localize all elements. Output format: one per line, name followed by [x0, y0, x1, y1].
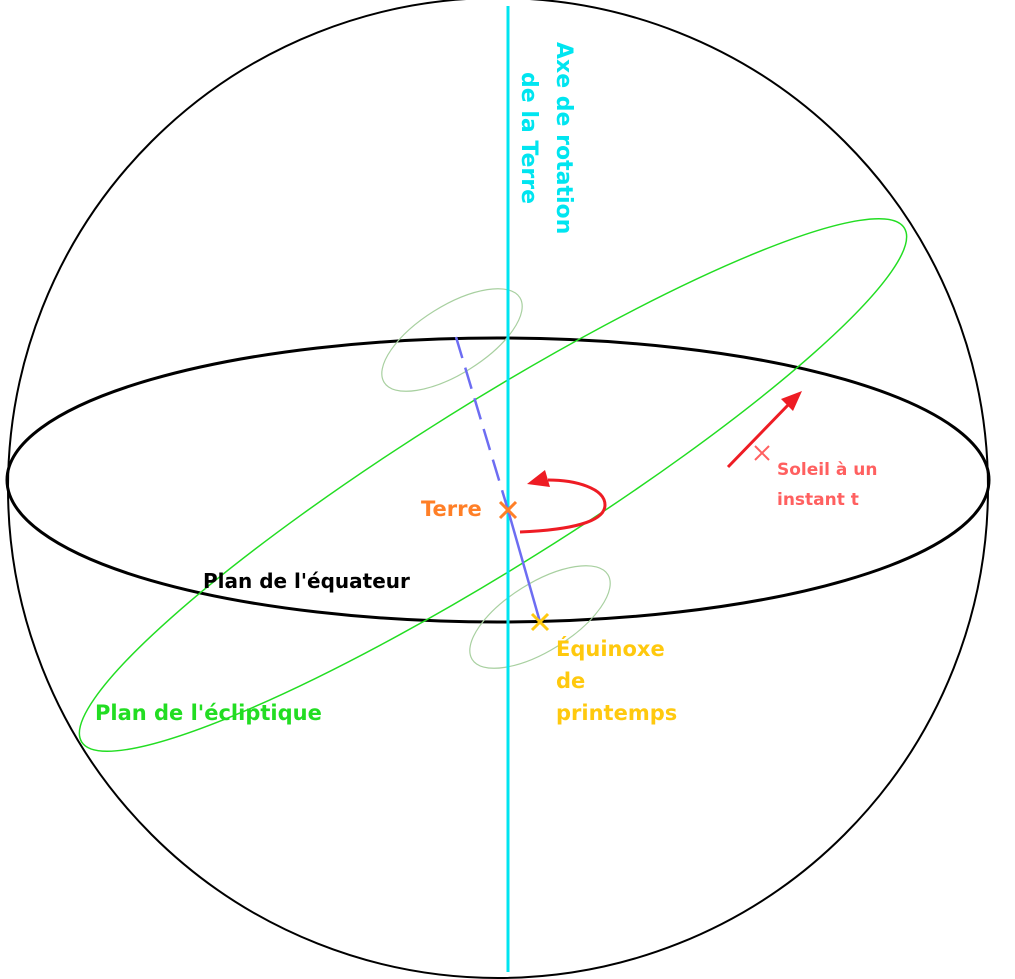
sun-label-line2: instant t: [777, 490, 859, 510]
equinox-line: [506, 509, 542, 623]
equinox-label-line3: printemps: [556, 701, 677, 725]
node-ellipse-bottom: [469, 565, 611, 669]
earth-marker-icon: [498, 500, 518, 520]
sun-marker-icon: [754, 445, 770, 461]
ecliptic-label: Plan de l'écliptique: [95, 701, 322, 725]
ecliptic-plane: [78, 217, 908, 753]
equinox-label-line2: de: [556, 669, 585, 693]
sun-label-line1: Soleil à un: [777, 460, 877, 480]
sun-motion-arrow-icon: [726, 391, 802, 469]
earth-label: Terre: [421, 497, 482, 521]
celestial-sphere: [7, 0, 989, 979]
axis-label-line2: de la Terre: [516, 72, 541, 204]
node-ellipse-top: [381, 288, 523, 392]
equinox-label-line1: Équinoxe: [556, 636, 665, 661]
equinox-marker-icon: [530, 612, 550, 632]
axis-label-line1: Axe de rotation: [551, 42, 576, 234]
equinox-line-dashed: [454, 336, 510, 511]
equator-label: Plan de l'équateur: [203, 569, 410, 593]
equator-plane: [5, 336, 991, 624]
rotation-arrow-icon: [519, 470, 607, 534]
